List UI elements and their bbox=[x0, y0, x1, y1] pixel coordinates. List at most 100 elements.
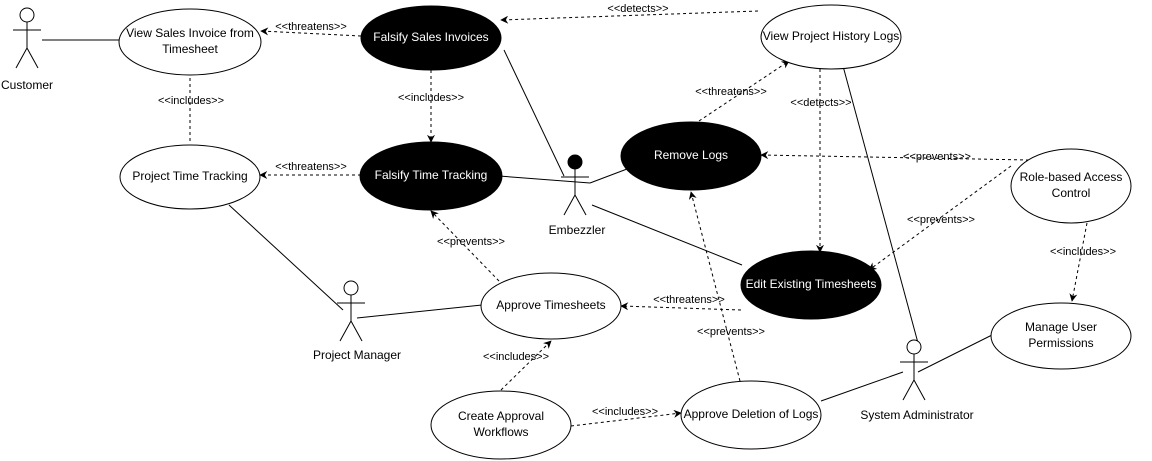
association-embezzler-edit_timesheets bbox=[591, 204, 743, 266]
actor-label: System Administrator bbox=[860, 408, 973, 422]
actor-sysadmin[interactable]: System Administrator bbox=[860, 339, 974, 422]
misuse-case-ellipse bbox=[620, 121, 762, 191]
stereotype-label-layer: <<threatens>> <<detects>> <<includes>> <<in… bbox=[158, 3, 1116, 418]
stereotype-label: <<threatens>> bbox=[275, 21, 347, 33]
use-case-label: Approve Deletion of Logs bbox=[684, 407, 819, 421]
use-case-ellipse bbox=[760, 4, 902, 70]
use-case-view_logs[interactable]: View Project History Logs bbox=[760, 4, 902, 70]
use-case-layer: View Sales Invoice fromTimesheetFalsify … bbox=[118, 4, 1132, 460]
use-case-falsify_invoices[interactable]: Falsify Sales Invoices bbox=[360, 5, 502, 71]
use-case-approve_timesheets[interactable]: Approve Timesheets bbox=[480, 272, 622, 340]
stereotype-label: <<detects>> bbox=[790, 97, 851, 109]
actor-head bbox=[19, 7, 35, 23]
dependency-approval_workflows-approve_timesheets bbox=[500, 340, 552, 391]
stereotype-label: <<prevents>> bbox=[697, 326, 765, 338]
association-sysadmin-approve_deletion bbox=[820, 371, 904, 402]
use-case-ellipse bbox=[430, 390, 572, 460]
use-case-ellipse bbox=[480, 272, 622, 340]
actor-leg-left bbox=[15, 47, 28, 69]
actor-pm[interactable]: Project Manager bbox=[313, 280, 401, 362]
dependency-approve_timesheets-falsify_time bbox=[430, 210, 500, 282]
dependency-edit_timesheets-approve_timesheets bbox=[620, 302, 742, 311]
actor-leg-right bbox=[574, 194, 587, 216]
actor-label: Customer bbox=[1, 78, 53, 92]
stereotype-label: <<includes>> bbox=[398, 92, 464, 104]
use-case-label: View Project History Logs bbox=[763, 29, 900, 43]
association-sysadmin-manage_perms bbox=[917, 333, 995, 373]
misuse-case-ellipse bbox=[740, 250, 882, 320]
use-case-label: Falsify Time Tracking bbox=[375, 168, 488, 182]
use-case-ellipse bbox=[1010, 148, 1132, 224]
use-case-falsify_time[interactable]: Falsify Time Tracking bbox=[359, 141, 503, 211]
use-case-label: Permissions bbox=[1028, 336, 1093, 350]
actor-leg-right bbox=[26, 47, 39, 69]
use-case-label: Remove Logs bbox=[654, 148, 728, 162]
use-case-label: Approve Timesheets bbox=[496, 298, 605, 312]
misuse-case-ellipse bbox=[360, 5, 502, 71]
stereotype-label: <<includes>> bbox=[1050, 246, 1116, 258]
association-sysadmin-view_logs bbox=[842, 65, 919, 344]
use-case-label: View Sales Invoice from bbox=[126, 26, 254, 40]
association-pm-approve_timesheets bbox=[356, 304, 483, 319]
stereotype-label: <<includes>> bbox=[158, 95, 224, 107]
dependency-rbac-manage_perms bbox=[1069, 222, 1088, 302]
actor-customer[interactable]: Customer bbox=[1, 7, 53, 92]
actor-leg-left bbox=[339, 320, 352, 342]
actor-head bbox=[567, 154, 583, 170]
actor-label: Project Manager bbox=[313, 348, 401, 362]
use-case-time_tracking[interactable]: Project Time Tracking bbox=[119, 144, 261, 210]
stereotype-label: <<includes>> bbox=[483, 351, 549, 363]
dependency-approve_deletion-remove_logs bbox=[688, 191, 741, 382]
association-pm-time_tracking bbox=[228, 204, 344, 311]
use-case-remove_logs[interactable]: Remove Logs bbox=[620, 121, 762, 191]
stereotype-label: <<threatens>> bbox=[275, 161, 347, 173]
actor-leg-left bbox=[563, 194, 576, 216]
use-case-label: Workflows bbox=[473, 425, 528, 439]
use-case-label: Timesheet bbox=[162, 42, 218, 56]
use-case-ellipse bbox=[680, 380, 822, 450]
association-layer bbox=[42, 39, 995, 402]
stereotype-label: <<includes>> bbox=[592, 406, 658, 418]
stereotype-label: <<prevents>> bbox=[907, 214, 975, 226]
association-embezzler-remove_logs bbox=[589, 168, 628, 184]
association-embezzler-falsify_invoices bbox=[503, 49, 565, 177]
dependency-falsify_invoices-view_invoice bbox=[260, 27, 362, 37]
actor-leg-right bbox=[350, 320, 363, 342]
actor-leg-left bbox=[902, 379, 915, 401]
stereotype-label: <<detects>> bbox=[607, 3, 668, 15]
stereotype-label: <<prevents>> bbox=[437, 236, 505, 248]
stereotype-label: <<prevents>> bbox=[903, 151, 971, 163]
actor-label: Embezzler bbox=[549, 223, 606, 237]
dependency-remove_logs-view_logs bbox=[698, 60, 790, 122]
use-case-label: Create Approval bbox=[458, 409, 544, 423]
actor-embezzler[interactable]: Embezzler bbox=[549, 154, 606, 237]
use-case-label: Manage User bbox=[1025, 320, 1097, 334]
actor-leg-right bbox=[913, 379, 926, 401]
dependency-view_logs-falsify_invoices bbox=[500, 10, 759, 24]
misuse-case-ellipse bbox=[359, 141, 503, 211]
use-case-approve_deletion[interactable]: Approve Deletion of Logs bbox=[680, 380, 822, 450]
use-case-ellipse bbox=[118, 8, 262, 76]
stereotype-label: <<threatens>> bbox=[653, 294, 725, 306]
actor-head bbox=[906, 339, 922, 355]
dependency-approval_workflows-approve_deletion bbox=[570, 409, 682, 427]
use-case-label: Control bbox=[1052, 186, 1091, 200]
dependency-layer bbox=[189, 10, 1088, 427]
use-case-ellipse bbox=[990, 302, 1132, 370]
dependency-rbac-edit_timesheets bbox=[868, 165, 1012, 271]
use-case-ellipse bbox=[119, 144, 261, 210]
use-case-label: Role-based Access bbox=[1020, 170, 1123, 184]
use-case-label: Edit Existing Timesheets bbox=[746, 277, 877, 291]
dependency-rbac-remove_logs bbox=[760, 151, 1030, 161]
use-case-label: Project Time Tracking bbox=[132, 169, 247, 183]
actor-head bbox=[343, 280, 359, 296]
stereotype-label: <<threatens>> bbox=[695, 86, 767, 98]
use-case-edit_timesheets[interactable]: Edit Existing Timesheets bbox=[740, 250, 882, 320]
use-case-label: Falsify Sales Invoices bbox=[373, 30, 488, 44]
